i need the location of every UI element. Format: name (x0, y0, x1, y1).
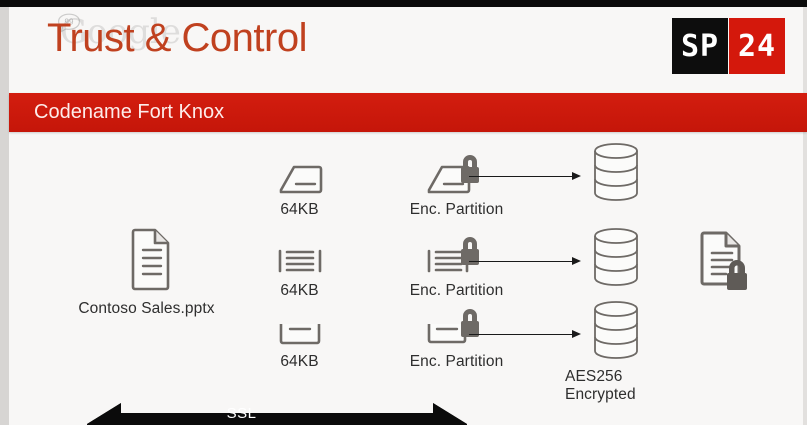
chunk-node-1: 64KB (247, 154, 352, 219)
page-title: Trust & Control (47, 16, 307, 60)
encryption-flow-diagram: Contoso Sales.pptx 64KB Enc. Pa (9, 132, 803, 425)
section-banner: Codename Fort Knox (9, 93, 807, 132)
result-document-node (669, 227, 779, 290)
document-fragment-middle-locked-icon (427, 237, 479, 273)
encrypted-chunk-node-3: Enc. Partition (369, 302, 544, 371)
chunk-icon-box-2 (247, 239, 352, 275)
ssl-transport-arrow: SSL (9, 385, 803, 425)
chunk-node-3: 64KB (247, 314, 352, 371)
arrow-right-icon-3 (469, 330, 581, 339)
slide-body (9, 7, 803, 425)
document-icon (131, 228, 169, 291)
encrypted-chunk-label-3: Enc. Partition (409, 353, 504, 370)
svg-text:99: 99 (65, 18, 74, 27)
store-caption-line1: AES256 (565, 368, 623, 385)
ssl-label: SSL (226, 405, 257, 422)
store-icon-box-1 (561, 140, 671, 202)
database-icon (594, 143, 638, 201)
logo-sp-text: SP (680, 28, 720, 64)
sp24-logo: SP 24 (672, 18, 785, 74)
chunk-icon-box-3 (247, 314, 352, 346)
encrypted-chunk-icon-box-1 (369, 144, 544, 194)
source-document-label: Contoso Sales.pptx (78, 300, 215, 317)
logo-24-text: 24 (737, 28, 777, 64)
document-locked-icon (700, 231, 747, 290)
chunk-icon-box-1 (247, 154, 352, 194)
source-document-icon-box (54, 226, 239, 291)
store-caption-line2: Encrypted (565, 386, 636, 403)
top-black-bar (0, 0, 807, 7)
chunk-label-3: 64KB (280, 353, 319, 370)
encrypted-chunk-icon-box-2 (369, 229, 544, 275)
encrypted-chunk-label-1: Enc. Partition (409, 201, 504, 218)
chunk-label-2: 64KB (280, 282, 319, 299)
double-headed-arrow-icon (87, 403, 467, 425)
encrypted-chunk-label-2: Enc. Partition (409, 282, 504, 299)
encrypted-chunk-icon-box-3 (369, 302, 544, 346)
section-banner-text: Codename Fort Knox (34, 101, 225, 123)
encrypted-chunk-node-1: Enc. Partition (369, 144, 544, 219)
left-edge-border (0, 7, 9, 425)
right-edge-border (803, 7, 807, 425)
google-watermark: Google (60, 12, 181, 52)
document-fragment-top-icon (279, 165, 322, 194)
chunk-label-1: 64KB (280, 201, 319, 218)
arrow-right-icon-1 (469, 172, 581, 181)
database-icon (594, 301, 638, 359)
document-fragment-top-locked-icon (427, 155, 479, 194)
store-node-1 (561, 140, 671, 202)
result-document-icon-box (669, 227, 779, 290)
document-fragment-middle-icon (278, 249, 321, 273)
arrow-right-icon-2 (469, 257, 581, 266)
logo-sp-block: SP (672, 18, 728, 74)
document-fragment-bottom-locked-icon (427, 309, 479, 344)
store-node-2 (561, 225, 671, 287)
database-icon (594, 228, 638, 286)
document-fragment-bottom-icon (279, 324, 320, 345)
source-document-node: Contoso Sales.pptx (54, 226, 239, 318)
store-node-3: AES256 Encrypted (561, 298, 671, 404)
store-icon-box-3 (561, 298, 671, 360)
store-icon-box-2 (561, 225, 671, 287)
logo-24-block: 24 (729, 18, 785, 74)
watermark-99-badge: 99 (57, 13, 81, 33)
chunk-node-2: 64KB (247, 239, 352, 300)
